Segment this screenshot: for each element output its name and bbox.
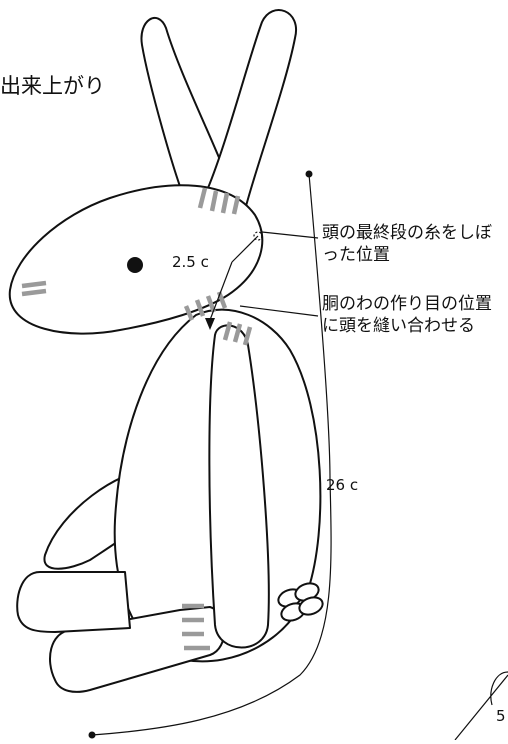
annotation-head-gather: 頭の最終段の糸をしぼった位置 <box>322 223 492 265</box>
dimension-neck-offset: 2.5 c <box>172 253 209 271</box>
leg-stitches <box>182 603 210 651</box>
arm-stitches <box>222 321 253 346</box>
bottom-leg <box>16 571 131 633</box>
page-title: 出来上がり <box>0 74 105 98</box>
leader-join <box>239 305 319 317</box>
left-ear <box>140 16 233 213</box>
next-figure-edge <box>454 671 508 741</box>
eye <box>127 257 143 273</box>
tail <box>277 582 324 622</box>
height-dimension <box>88 170 332 739</box>
arm <box>208 324 270 649</box>
leader-head-gather <box>261 231 319 239</box>
dimension-total-height: 26 c <box>326 476 359 494</box>
nose-stitch <box>21 280 47 297</box>
page-number: 5 <box>496 707 506 725</box>
ear-stitches <box>197 187 241 215</box>
annotation-join-position: 胴のわの作り目の位置に頭を縫い合わせる <box>322 294 492 336</box>
right-ear <box>204 9 298 211</box>
neck-offset-dimension <box>205 231 263 330</box>
